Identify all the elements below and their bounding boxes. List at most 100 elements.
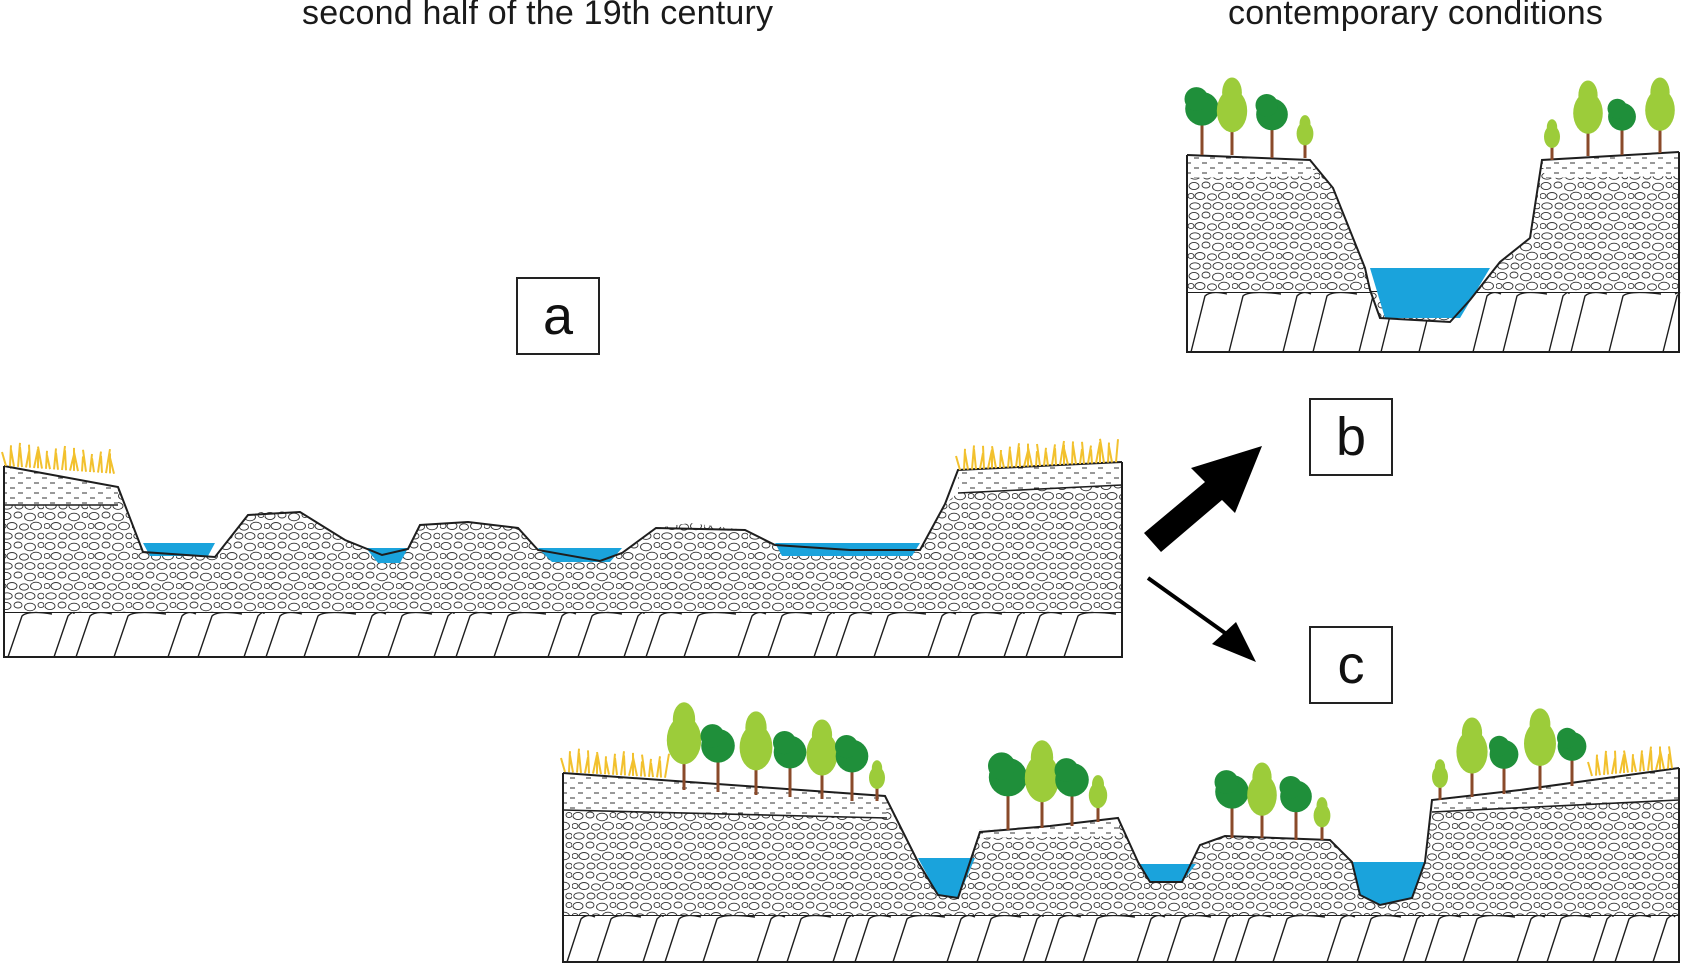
tree-crown bbox=[1214, 770, 1239, 794]
bedrock-block bbox=[113, 611, 167, 658]
heading-19th-century: second half of the 19th century bbox=[302, 0, 774, 32]
bedrock-block bbox=[813, 611, 835, 658]
bedrock-block bbox=[1592, 914, 1614, 963]
bedrock-block bbox=[303, 611, 357, 658]
panel-label-a: a bbox=[516, 277, 600, 355]
tree-crown bbox=[988, 752, 1016, 780]
bedrock-block bbox=[1166, 914, 1212, 963]
tree-crown bbox=[1030, 740, 1054, 775]
grass-tuft bbox=[560, 748, 670, 778]
tree-crown bbox=[1489, 735, 1510, 757]
bedrock-block bbox=[1424, 914, 1462, 963]
panel-label-b: b bbox=[1309, 398, 1393, 476]
heading-contemporary: contemporary conditions bbox=[1228, 0, 1604, 32]
bedrock-block bbox=[243, 611, 265, 658]
bedrock-block bbox=[433, 611, 455, 658]
bedrock-block bbox=[683, 611, 737, 658]
water-channel bbox=[1138, 864, 1196, 882]
bedrock-block bbox=[873, 611, 927, 658]
bedrock-block bbox=[197, 611, 243, 658]
panel-label-c: c bbox=[1309, 626, 1393, 704]
tree-crown bbox=[1252, 762, 1272, 793]
bedrock-block bbox=[702, 914, 756, 963]
layer-boundary bbox=[957, 484, 1123, 494]
tree-crown bbox=[700, 724, 725, 748]
surface-line bbox=[1186, 151, 1680, 324]
bedrock-layer bbox=[562, 914, 1680, 963]
tree-crown bbox=[1578, 80, 1598, 111]
bedrock-block bbox=[1003, 611, 1025, 658]
bedrock-block bbox=[957, 611, 1003, 658]
bedrock-block bbox=[1282, 291, 1312, 353]
bedrock-block bbox=[1044, 914, 1082, 963]
tree-crown bbox=[835, 735, 859, 759]
silt-island bbox=[978, 818, 1120, 838]
bedrock-block bbox=[547, 611, 577, 658]
bedrock-block bbox=[1502, 291, 1548, 353]
bedrock-block bbox=[387, 611, 433, 658]
gravel-layer bbox=[1187, 152, 1679, 322]
tree-crown bbox=[1279, 775, 1302, 799]
bedrock-block bbox=[167, 611, 197, 658]
bedrock-block bbox=[1312, 291, 1358, 353]
tree-crown bbox=[1557, 727, 1578, 749]
bedrock-block bbox=[1228, 291, 1282, 353]
tree-crown bbox=[745, 711, 767, 745]
bedrock-block bbox=[645, 611, 683, 658]
bedrock-block bbox=[1190, 291, 1228, 353]
bedrock-block bbox=[577, 611, 623, 658]
tree-crown bbox=[1461, 717, 1483, 749]
grass-tuft bbox=[1587, 746, 1673, 777]
bedrock-block bbox=[927, 611, 957, 658]
bedrock-block bbox=[1025, 611, 1063, 658]
layer-boundary bbox=[562, 809, 888, 819]
tree-crown bbox=[811, 719, 833, 751]
tree-crown bbox=[1222, 77, 1242, 108]
bedrock-block bbox=[946, 914, 976, 963]
tree-crown bbox=[1092, 775, 1104, 794]
bedrock-block bbox=[756, 914, 786, 963]
gravel-layer bbox=[4, 485, 1122, 612]
tree-crown bbox=[871, 760, 883, 777]
bedrock-block bbox=[1462, 914, 1516, 963]
arrow-to-c-icon bbox=[1212, 622, 1256, 662]
tree-crown bbox=[1184, 87, 1209, 111]
bedrock-block bbox=[265, 611, 303, 658]
bedrock-block bbox=[1136, 914, 1166, 963]
bedrock-block bbox=[1548, 291, 1570, 353]
silt-bank-left bbox=[4, 466, 118, 505]
bedrock-block bbox=[767, 611, 813, 658]
bedrock-block bbox=[566, 914, 596, 963]
bedrock-block bbox=[1212, 914, 1234, 963]
panel-c-cross-section bbox=[560, 702, 1680, 963]
panel-a-cross-section bbox=[1, 438, 1123, 658]
silt-bank-left bbox=[1187, 155, 1315, 178]
bedrock-block bbox=[1356, 914, 1402, 963]
bedrock-block bbox=[1234, 914, 1272, 963]
bedrock-block bbox=[786, 914, 832, 963]
bedrock-block bbox=[1546, 914, 1592, 963]
bedrock-block bbox=[596, 914, 642, 963]
bedrock-block bbox=[1063, 611, 1117, 658]
bedrock-block bbox=[1516, 914, 1546, 963]
silt-bank-right bbox=[958, 462, 1122, 493]
bedrock-block bbox=[854, 914, 892, 963]
bedrock-block bbox=[892, 914, 946, 963]
tree-crown bbox=[1299, 115, 1311, 132]
bedrock-block bbox=[493, 611, 547, 658]
bedrock-block bbox=[1082, 914, 1136, 963]
tree-crown bbox=[1546, 119, 1558, 136]
transition-arrows bbox=[1144, 446, 1262, 662]
tree-crown bbox=[773, 731, 797, 755]
bedrock-block bbox=[664, 914, 702, 963]
grass-tuft bbox=[955, 438, 1119, 471]
silt-bank-right bbox=[1432, 768, 1679, 812]
bedrock-block bbox=[1472, 291, 1502, 353]
layer-boundary bbox=[1431, 799, 1680, 813]
surface-line bbox=[3, 461, 1123, 563]
bedrock-block bbox=[75, 611, 113, 658]
arrow-to-c-shaft bbox=[1146, 576, 1234, 640]
bedrock-block bbox=[1570, 291, 1608, 353]
bedrock-block bbox=[835, 611, 873, 658]
tree-crown bbox=[1434, 759, 1446, 776]
